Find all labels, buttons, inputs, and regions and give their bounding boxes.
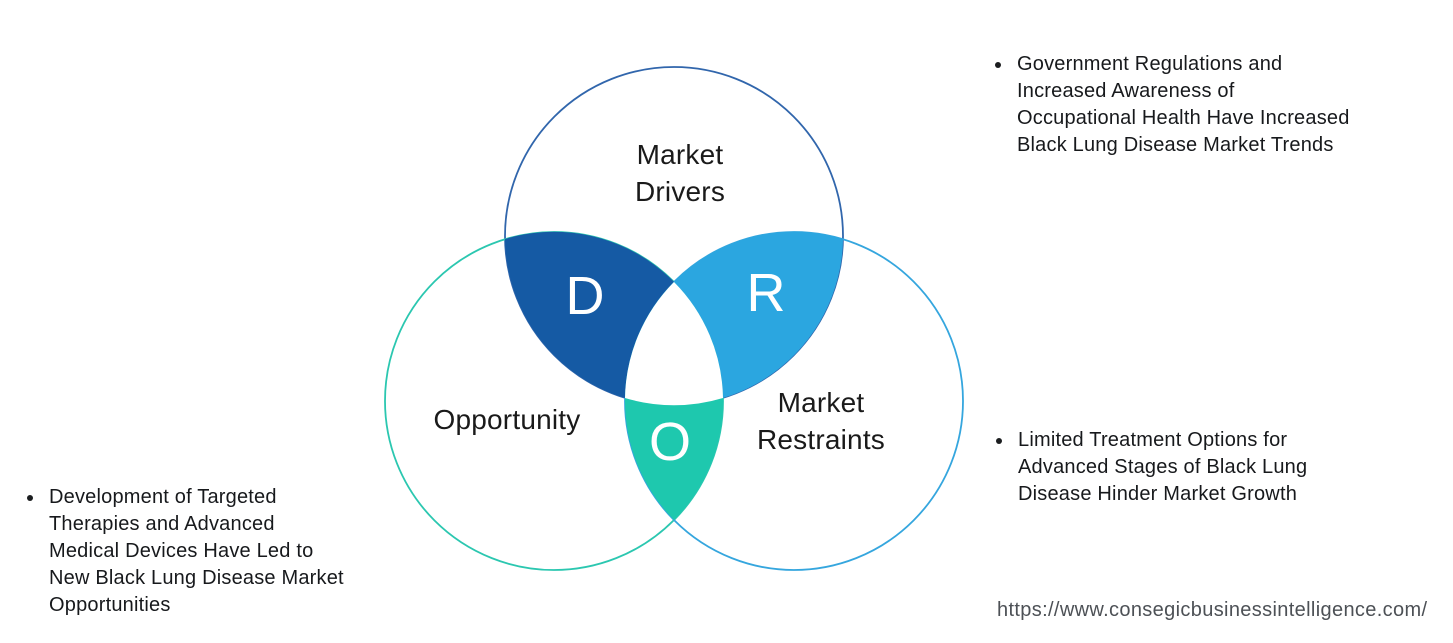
- market-drivers-label-line1: Market: [636, 139, 724, 170]
- opportunity-note: Development of Targeted Therapies and Ad…: [27, 484, 344, 619]
- restraints-note: Limited Treatment Options for Advanced S…: [996, 427, 1307, 508]
- opportunity-label: Opportunity: [433, 404, 581, 435]
- market-restraints-label: Market Restraints: [711, 384, 931, 458]
- restraints-note-line: Advanced Stages of Black Lung: [1018, 456, 1308, 478]
- market-restraints-label-line1: Market: [777, 387, 865, 418]
- source-url: https://www.consegicbusinessintelligence…: [997, 599, 1428, 621]
- market-restraints-label-line2: Restraints: [756, 424, 886, 455]
- market-drivers-label-line2: Drivers: [634, 176, 726, 207]
- opportunity-note-line: Development of Targeted: [49, 486, 277, 508]
- opportunity-note-line: Therapies and Advanced: [49, 513, 275, 535]
- drivers-note-line: Increased Awareness of: [1017, 80, 1235, 102]
- bullet-dot-icon: [995, 62, 1001, 68]
- bullet-dot-icon: [996, 438, 1002, 444]
- d-letter: D: [565, 266, 605, 326]
- drivers-note-line: Occupational Health Have Increased: [1017, 107, 1350, 129]
- drivers-note-line: Government Regulations and: [1017, 53, 1283, 75]
- drivers-note: Government Regulations and Increased Awa…: [995, 51, 1350, 159]
- restraints-note-line: Disease Hinder Market Growth: [1018, 483, 1298, 505]
- o-letter: O: [648, 412, 692, 472]
- r-letter: R: [746, 263, 786, 323]
- drivers-note-line: Black Lung Disease Market Trends: [1017, 134, 1334, 156]
- restraints-note-line: Limited Treatment Options for: [1018, 429, 1288, 451]
- bullet-dot-icon: [27, 495, 33, 501]
- opportunity-note-line: Opportunities: [49, 594, 171, 616]
- center-intersection-region: [625, 282, 723, 406]
- opportunity-note-line: New Black Lung Disease Market: [49, 567, 344, 589]
- opportunity-note-line: Medical Devices Have Led to: [49, 540, 314, 562]
- market-drivers-label: Market Drivers: [570, 136, 790, 210]
